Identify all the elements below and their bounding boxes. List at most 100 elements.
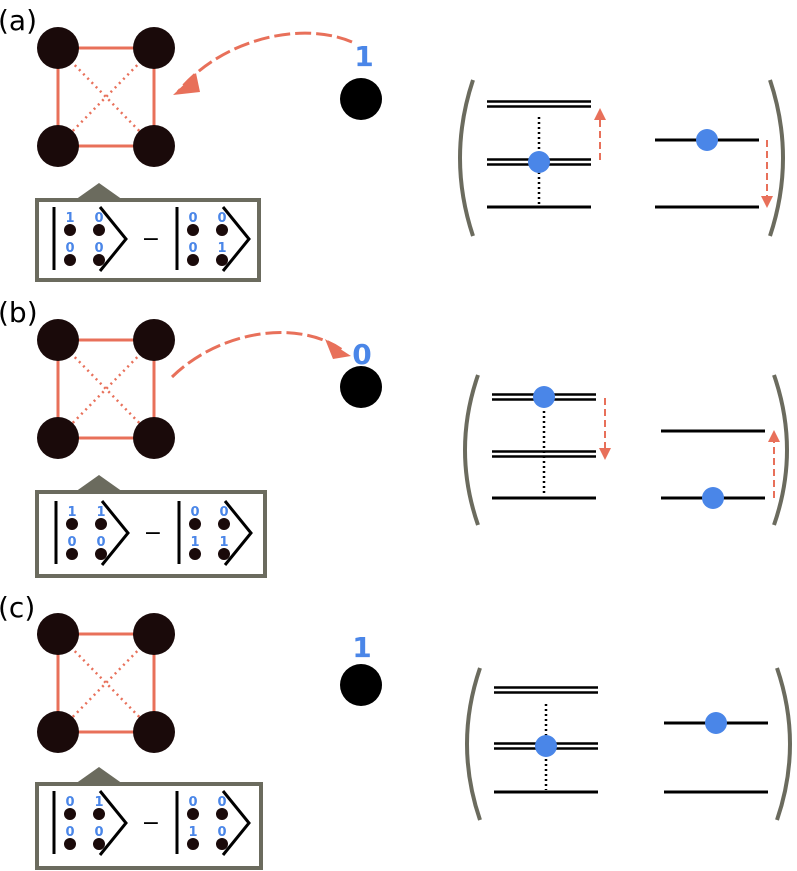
ket-angle xyxy=(223,500,253,566)
level-transition-arrow-head xyxy=(761,196,773,208)
site-node xyxy=(133,613,175,655)
ket-site-dot xyxy=(64,808,76,820)
panel-a: (a) 1 0 0 0 − 0 0 0 1 1 xyxy=(0,4,785,282)
ket-bit: 0 xyxy=(94,241,103,256)
level-transition-arrow-head xyxy=(768,430,780,442)
pointer-triangle xyxy=(75,767,123,784)
plaquette-diagonal xyxy=(57,339,155,439)
ket-site-dot xyxy=(64,224,76,236)
ancilla-value: 1 xyxy=(354,40,373,73)
ket-site-dot xyxy=(66,518,78,530)
right-bracket xyxy=(768,79,785,237)
ket-bit: 1 xyxy=(65,211,74,226)
ket-bit: 0 xyxy=(65,795,74,810)
electron-dot xyxy=(533,386,555,408)
ket-bit: 0 xyxy=(190,505,199,520)
ket-bit: 0 xyxy=(217,825,226,840)
pointer-triangle xyxy=(75,183,123,200)
site-node xyxy=(37,613,79,655)
pointer-triangle xyxy=(75,475,123,492)
ket-bit: 0 xyxy=(94,211,103,226)
site-node xyxy=(133,319,175,361)
electron-dot xyxy=(702,487,724,509)
ket-site-dot xyxy=(187,254,199,266)
minus-sign: − xyxy=(144,521,162,546)
site-node xyxy=(37,27,79,69)
plaquette-diagonal xyxy=(57,47,155,147)
ket-site-dot xyxy=(187,224,199,236)
ket-site-dot xyxy=(93,254,105,266)
ket-site-dot xyxy=(93,224,105,236)
ket-site-dot xyxy=(216,838,228,850)
ket-site-dot xyxy=(218,518,230,530)
ket-bit: 0 xyxy=(67,535,76,550)
ket-bit: 1 xyxy=(67,505,76,520)
ket-bit: 0 xyxy=(188,241,197,256)
ancilla-value: 1 xyxy=(352,631,371,664)
left-bracket xyxy=(465,667,482,821)
site-node xyxy=(133,417,175,459)
state-frame xyxy=(35,198,261,282)
plaquette-diagonal xyxy=(57,633,155,733)
ket-bit: 1 xyxy=(217,241,226,256)
ket-angle xyxy=(98,790,128,856)
transfer-arrow-head xyxy=(325,339,351,359)
transfer-arrow-head xyxy=(173,73,200,95)
ket-bit: 0 xyxy=(65,241,74,256)
ket-site-dot xyxy=(93,838,105,850)
transfer-arrow xyxy=(176,31,353,93)
plaquette-diagonal xyxy=(57,47,155,147)
level-transition-arrow-head xyxy=(599,448,611,460)
ket-bit: 0 xyxy=(219,505,228,520)
left-bracket xyxy=(458,79,475,237)
electron-dot xyxy=(528,151,550,173)
ket-angle xyxy=(100,500,130,566)
ket-bit: 1 xyxy=(94,795,103,810)
ket-bit: 0 xyxy=(94,825,103,840)
site-node xyxy=(133,27,175,69)
site-node xyxy=(37,319,79,361)
panel-label: (a) xyxy=(0,4,37,37)
ket-bit: 0 xyxy=(65,825,74,840)
minus-sign: − xyxy=(142,227,160,252)
ket-bit: 0 xyxy=(96,535,105,550)
ket-site-dot xyxy=(64,838,76,850)
ket-bit: 1 xyxy=(190,535,199,550)
ket-angle xyxy=(221,790,251,856)
ket-site-dot xyxy=(93,808,105,820)
site-node xyxy=(133,125,175,167)
ancilla-qubit xyxy=(340,366,382,408)
electron-dot xyxy=(696,129,718,151)
ket-site-dot xyxy=(189,518,201,530)
ket-bit: 1 xyxy=(219,535,228,550)
ket-site-dot xyxy=(66,548,78,560)
ket-bit: 0 xyxy=(188,795,197,810)
site-node xyxy=(133,711,175,753)
ket-site-dot xyxy=(187,808,199,820)
ancilla-value: 0 xyxy=(352,338,371,371)
ket-site-dot xyxy=(216,254,228,266)
ket-angle xyxy=(221,206,251,272)
ket-bit: 1 xyxy=(96,505,105,520)
ket-angle xyxy=(98,206,128,272)
right-bracket xyxy=(775,667,792,821)
panel-label: (c) xyxy=(0,591,35,624)
ket-site-dot xyxy=(218,548,230,560)
site-node xyxy=(37,125,79,167)
ancilla-qubit xyxy=(340,78,382,120)
level-transition-arrow-head xyxy=(594,108,606,120)
ket-bit: 0 xyxy=(217,211,226,226)
ket-bit: 0 xyxy=(188,211,197,226)
left-bracket xyxy=(463,374,480,526)
electron-dot xyxy=(705,712,727,734)
minus-sign: − xyxy=(142,811,160,836)
ket-site-dot xyxy=(95,518,107,530)
ket-site-dot xyxy=(216,808,228,820)
ancilla-qubit xyxy=(340,664,382,706)
ket-bit: 1 xyxy=(188,825,197,840)
ket-site-dot xyxy=(187,838,199,850)
plaquette-diagonal xyxy=(57,339,155,439)
